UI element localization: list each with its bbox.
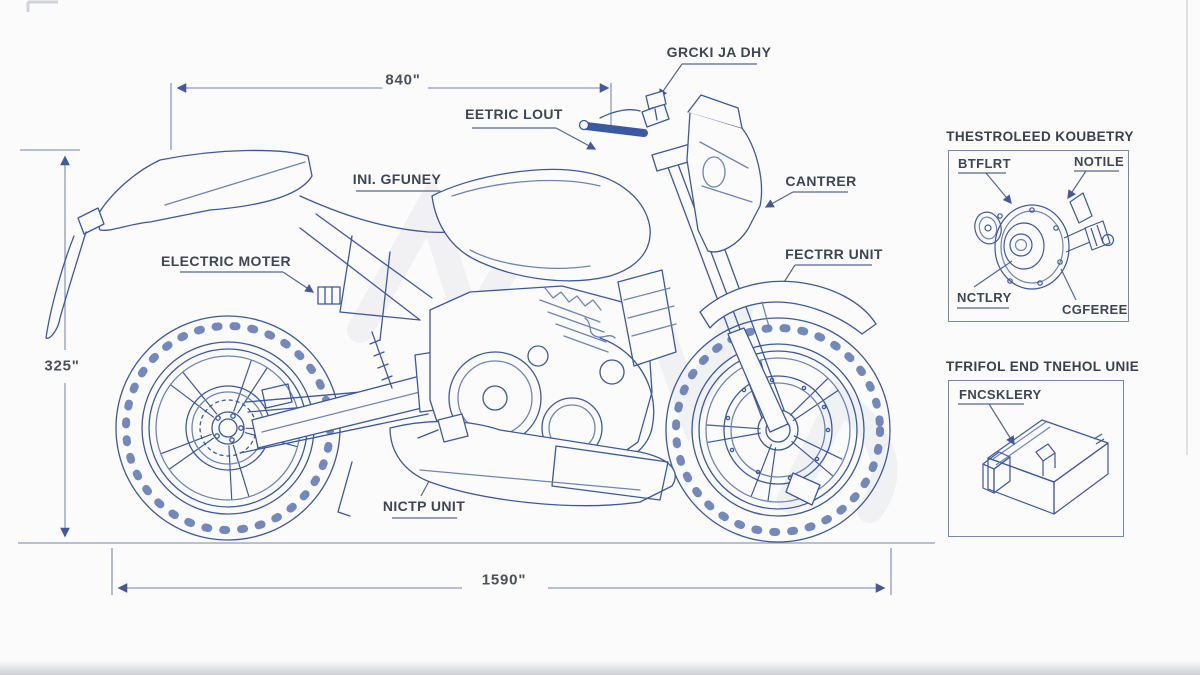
fuel-tank [431,168,651,282]
page-edge-artifacts [26,0,1188,455]
motorcycle-drawing [45,90,891,543]
bottom-edge-shadow [0,661,1200,675]
tail-unit [45,149,313,339]
dimension-label-left: 325" [41,357,83,375]
hub-motor-label-top-left: BTFLRT [958,156,1011,171]
battery-drawing [982,419,1109,515]
dimension-label-top: 840" [382,71,424,89]
front-wheel [665,317,891,543]
hub-motor-label-bottom-right: CGFEREE [1062,302,1128,317]
hub-motor-panel-title: THESTROLEED KOUBETRY [946,129,1134,144]
callout-electric-lout: EETRIC LOUT [465,106,563,122]
battery-label-top-left: FNCSKLERY [959,387,1042,402]
exhaust-belly [389,337,676,507]
hub-motor-drawing [974,192,1115,290]
hub-motor-label-bottom-left: NCTLRY [957,290,1012,305]
callout-electric-moter: ELECTRIC MOTER [160,253,292,269]
hub-motor-label-top-right: NOTILE [1074,154,1125,169]
dimension-label-bottom: 1590" [478,571,530,589]
battery-panel-frame [948,380,1124,537]
callout-headstock: GRCKI JA DHY [666,44,772,60]
front-fender [699,280,877,335]
callout-fectrr-unit: FECTRR UNIT [785,246,883,262]
radiator [617,269,677,367]
headlight-cowl [686,94,763,253]
battery-panel-title: TFRIFOL END TNEHOL UNIE [946,359,1140,374]
hub-motor-panel-frame [948,150,1129,322]
handlebar [578,90,670,137]
callout-nictp-unit: NICTP UNIT [382,498,466,514]
dimension-lines [18,83,935,595]
electric-motor-component [317,286,341,305]
callout-cantrer: CANTRER [785,173,857,189]
callout-ini-gfuney: INI. GFUNEY [352,171,442,187]
